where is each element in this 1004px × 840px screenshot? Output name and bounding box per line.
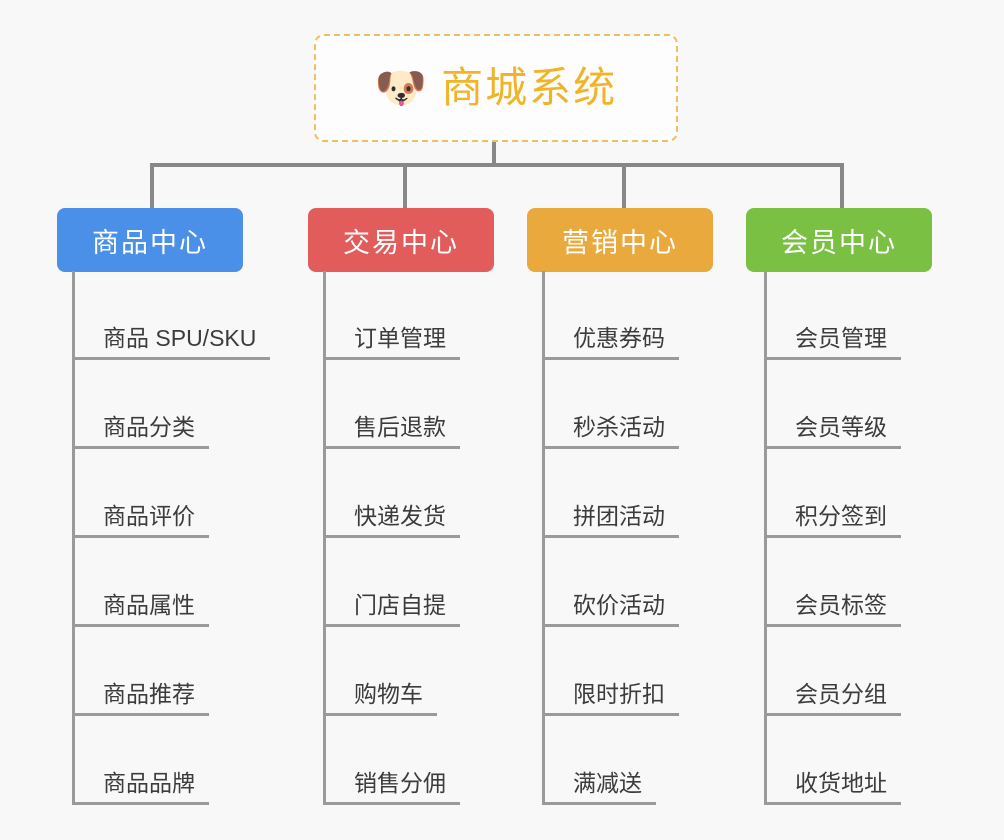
leaf-item-label: 商品品牌	[75, 770, 209, 805]
leaf-item[interactable]: 积分签到	[767, 449, 901, 538]
branch-box-4[interactable]: 会员中心	[746, 208, 932, 272]
leaf-item-label: 积分签到	[767, 503, 901, 538]
leaf-item-label: 商品属性	[75, 592, 209, 627]
leaf-item-label: 会员标签	[767, 592, 901, 627]
leaf-item-label: 商品推荐	[75, 681, 209, 716]
leaf-column-3: 优惠券码秒杀活动拼团活动砍价活动限时折扣满减送	[542, 271, 679, 805]
root-stem	[492, 142, 496, 167]
branch-bus	[150, 163, 844, 167]
leaf-item[interactable]: 拼团活动	[545, 449, 679, 538]
leaf-item[interactable]: 会员分组	[767, 627, 901, 716]
leaf-item-label: 销售分佣	[326, 770, 460, 805]
leaf-item[interactable]: 会员标签	[767, 538, 901, 627]
leaf-item-label: 会员分组	[767, 681, 901, 716]
leaf-item[interactable]: 优惠券码	[545, 271, 679, 360]
leaf-item[interactable]: 商品 SPU/SKU	[75, 271, 271, 360]
leaf-item-label: 商品分类	[75, 414, 209, 449]
leaf-column-4: 会员管理会员等级积分签到会员标签会员分组收货地址	[764, 271, 901, 805]
leaf-item[interactable]: 会员等级	[767, 360, 901, 449]
leaf-item[interactable]: 销售分佣	[326, 716, 460, 805]
leaf-item-label: 拼团活动	[545, 503, 679, 538]
branch-label: 交易中心	[343, 227, 459, 258]
leaf-item[interactable]: 商品属性	[75, 538, 270, 627]
leaf-item[interactable]: 门店自提	[326, 538, 460, 627]
leaf-item-label: 秒杀活动	[545, 414, 679, 449]
leaf-item[interactable]: 收货地址	[767, 716, 901, 805]
leaf-item[interactable]: 商品品牌	[75, 716, 270, 805]
leaf-item[interactable]: 商品推荐	[75, 627, 270, 716]
leaf-item[interactable]: 会员管理	[767, 271, 901, 360]
branch-box-2[interactable]: 交易中心	[308, 208, 494, 272]
leaf-item-label: 快递发货	[326, 503, 460, 538]
leaf-column-2: 订单管理售后退款快递发货门店自提购物车销售分佣	[323, 271, 460, 805]
leaf-item-label: 砍价活动	[545, 592, 679, 627]
leaf-item[interactable]: 满减送	[545, 716, 679, 805]
leaf-item-label: 会员等级	[767, 414, 901, 449]
branch-label: 会员中心	[781, 227, 897, 258]
leaf-item-label: 门店自提	[326, 592, 460, 627]
branch-box-1[interactable]: 商品中心	[57, 208, 243, 272]
leaf-item-label: 收货地址	[767, 770, 901, 805]
root-title: 商城系统	[441, 64, 618, 111]
leaf-item-label: 会员管理	[767, 325, 901, 360]
leaf-column-1: 商品 SPU/SKU 商品分类商品评价商品属性商品推荐商品品牌	[72, 271, 271, 805]
leaf-item-label: 限时折扣	[545, 681, 679, 716]
leaf-item-label: 商品 SPU/SKU	[75, 325, 271, 360]
leaf-item[interactable]: 购物车	[326, 627, 460, 716]
leaf-item[interactable]: 砍价活动	[545, 538, 679, 627]
branch-drop-3	[622, 163, 626, 208]
branch-box-3[interactable]: 营销中心	[527, 208, 713, 272]
leaf-item[interactable]: 快递发货	[326, 449, 460, 538]
leaf-item-label: 商品评价	[75, 503, 209, 538]
leaf-item-label: 售后退款	[326, 414, 460, 449]
dog-face-icon: 🐶	[374, 64, 428, 111]
leaf-item-label: 满减送	[545, 770, 656, 805]
leaf-item[interactable]: 商品分类	[75, 360, 270, 449]
root-node[interactable]: 🐶 商城系统	[314, 34, 678, 142]
leaf-item-label: 订单管理	[326, 325, 460, 360]
branch-label: 营销中心	[562, 227, 678, 258]
leaf-item[interactable]: 限时折扣	[545, 627, 679, 716]
branch-drop-2	[403, 163, 407, 208]
branch-drop-4	[840, 163, 844, 208]
leaf-item-label: 购物车	[326, 681, 437, 716]
branch-drop-1	[150, 163, 154, 208]
leaf-item[interactable]: 商品评价	[75, 449, 270, 538]
leaf-item-label: 优惠券码	[545, 325, 679, 360]
leaf-item[interactable]: 订单管理	[326, 271, 460, 360]
leaf-item[interactable]: 售后退款	[326, 360, 460, 449]
branch-label: 商品中心	[92, 227, 208, 258]
leaf-item[interactable]: 秒杀活动	[545, 360, 679, 449]
